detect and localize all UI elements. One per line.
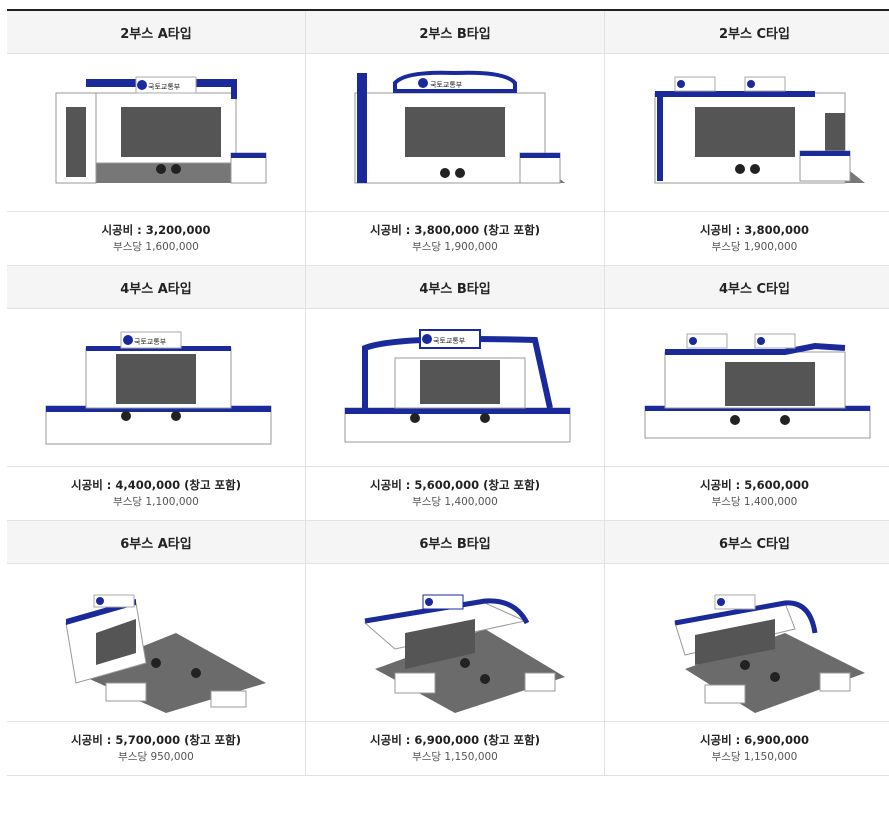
construction-cost: 시공비 : 5,600,000 (창고 포함) [370, 478, 540, 492]
booth-image: 국토교통부 [7, 54, 305, 211]
booth-image: 국토교통부 [306, 54, 604, 211]
per-booth-cost: 부스당 1,150,000 [412, 751, 498, 763]
booth-price: 시공비 : 5,700,000 (창고 포함) 부스당 950,000 [7, 721, 305, 775]
booth-card[interactable]: 6부스 A타입 시공비 : 5,700,000 (창고 포함) 부스당 950,… [7, 521, 306, 776]
booth-image [7, 564, 305, 721]
construction-cost: 시공비 : 3,800,000 (창고 포함) [370, 223, 540, 237]
logo-text: 국토교통부 [148, 83, 181, 91]
booth-2a-illustration: 국토교통부 [55, 76, 267, 183]
booth-image [605, 564, 889, 721]
construction-cost: 시공비 : 3,200,000 [101, 223, 211, 237]
booth-title: 4부스 A타입 [7, 266, 305, 309]
booth-card[interactable]: 4부스 C타입 시공비 : 5,600,000 [605, 266, 889, 521]
booth-price: 시공비 : 5,600,000 (창고 포함) 부스당 1,400,000 [306, 466, 604, 520]
per-booth-cost: 부스당 1,900,000 [711, 241, 798, 253]
booth-price-grid: 2부스 A타입 국토교통부 [7, 9, 889, 776]
per-booth-cost: 부스당 1,900,000 [412, 241, 498, 253]
booth-4c-illustration [644, 333, 870, 438]
booth-image: 국토교통부 [7, 309, 305, 466]
booth-2b-illustration: 국토교통부 [354, 70, 565, 183]
construction-cost: 시공비 : 5,600,000 [699, 478, 810, 492]
booth-row-2: 2부스 A타입 국토교통부 [7, 11, 889, 266]
booth-price: 시공비 : 4,400,000 (창고 포함) 부스당 1,100,000 [7, 466, 305, 520]
booth-card[interactable]: 2부스 A타입 국토교통부 [7, 11, 306, 266]
booth-image [605, 309, 889, 466]
booth-title: 2부스 A타입 [7, 11, 305, 54]
booth-price: 시공비 : 5,600,000 부스당 1,400,000 [605, 466, 889, 520]
booth-title: 4부스 B타입 [306, 266, 604, 309]
booth-4a-illustration: 국토교통부 [45, 331, 272, 444]
booth-title: 4부스 C타입 [605, 266, 889, 309]
booth-title: 6부스 B타입 [306, 521, 604, 564]
booth-image [605, 54, 889, 211]
logo-text: 국토교통부 [134, 338, 167, 346]
booth-card[interactable]: 4부스 B타입 국토교통부 시공비 : 5,600,000 (창고 포함) 부스… [306, 266, 605, 521]
per-booth-cost: 부스당 1,400,000 [412, 496, 498, 508]
booth-card[interactable]: 6부스 B타입 시공비 : 6,900,000 (창고 포함) 부스당 1,15… [306, 521, 605, 776]
booth-price: 시공비 : 6,900,000 부스당 1,150,000 [605, 721, 889, 775]
booth-6a-illustration [65, 594, 266, 713]
per-booth-cost: 부스당 1,150,000 [711, 751, 798, 763]
booth-row-6: 6부스 A타입 시공비 : 5,700,000 (창고 포함) 부스당 950,… [7, 521, 889, 776]
logo-text: 국토교통부 [433, 337, 466, 345]
booth-card[interactable]: 6부스 C타입 시공비 : 6,900,000 부스당 1,150,000 [605, 521, 889, 776]
booth-image: 국토교통부 [306, 309, 604, 466]
booth-card[interactable]: 2부스 C타입 시공 [605, 11, 889, 266]
per-booth-cost: 부스당 1,400,000 [711, 496, 798, 508]
construction-cost: 시공비 : 3,800,000 [699, 223, 810, 237]
booth-title: 6부스 C타입 [605, 521, 889, 564]
per-booth-cost: 부스당 1,600,000 [113, 241, 199, 253]
booth-card[interactable]: 4부스 A타입 국토교통부 시공비 : 4,400,000 (창고 포함) 부스… [7, 266, 306, 521]
booth-title: 2부스 B타입 [306, 11, 604, 54]
booth-4b-illustration: 국토교통부 [344, 328, 571, 442]
booth-2c-illustration [654, 76, 865, 183]
booth-card[interactable]: 2부스 B타입 국토교통부 시공비 : 3,800,000 (창고 포함) [306, 11, 605, 266]
booth-6c-illustration [673, 594, 865, 713]
construction-cost: 시공비 : 4,400,000 (창고 포함) [71, 478, 241, 492]
construction-cost: 시공비 : 6,900,000 (창고 포함) [370, 733, 540, 747]
booth-row-4: 4부스 A타입 국토교통부 시공비 : 4,400,000 (창고 포함) 부스… [7, 266, 889, 521]
logo-text: 국토교통부 [430, 81, 463, 89]
booth-price: 시공비 : 6,900,000 (창고 포함) 부스당 1,150,000 [306, 721, 604, 775]
construction-cost: 시공비 : 6,900,000 [699, 733, 810, 747]
booth-title: 6부스 A타입 [7, 521, 305, 564]
booth-title: 2부스 C타입 [605, 11, 889, 54]
booth-price: 시공비 : 3,200,000 부스당 1,600,000 [7, 211, 305, 265]
booth-image [306, 564, 604, 721]
per-booth-cost: 부스당 1,100,000 [113, 496, 199, 508]
per-booth-cost: 부스당 950,000 [118, 751, 194, 763]
construction-cost: 시공비 : 5,700,000 (창고 포함) [71, 733, 241, 747]
booth-price: 시공비 : 3,800,000 부스당 1,900,000 [605, 211, 889, 265]
booth-price: 시공비 : 3,800,000 (창고 포함) 부스당 1,900,000 [306, 211, 604, 265]
booth-7b-illustration [363, 594, 565, 713]
